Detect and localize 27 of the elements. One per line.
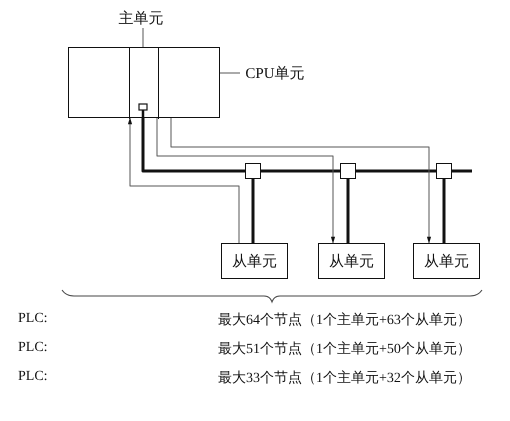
bus-connector <box>245 163 261 179</box>
plc-rack <box>68 47 220 118</box>
slave-unit-box: 从单元 <box>221 243 288 279</box>
bus-line <box>261 170 340 172</box>
node-limit-text: 最大51个节点（1个主单元+50个从单元） <box>218 340 471 358</box>
bus-line <box>142 118 245 172</box>
slave-unit-box: 从单元 <box>413 243 480 279</box>
leader-line <box>220 72 240 74</box>
node-limit-text: 最大64个节点（1个主单元+63个从单元） <box>218 311 471 329</box>
signal-arrow <box>170 118 432 244</box>
bus-line <box>252 179 254 243</box>
bus-line <box>452 170 472 172</box>
node-limit-text: 最大33个节点（1个主单元+32个从单元） <box>218 369 471 387</box>
bus-connector <box>436 163 452 179</box>
bus-line <box>346 179 350 243</box>
unit-label: 主单元 <box>116 8 166 28</box>
plc-type-label: PLC: <box>18 311 48 327</box>
signal-arrow <box>128 117 240 244</box>
bus-line <box>442 179 446 243</box>
bus-line <box>356 170 436 172</box>
slave-unit-box: 从单元 <box>318 243 385 279</box>
bus-connector <box>340 163 356 179</box>
plc-type-label: PLC: <box>18 369 48 385</box>
signal-arrow <box>156 118 336 244</box>
leader-line <box>142 28 144 48</box>
unit-label: CPU单元 <box>240 63 310 83</box>
plc-type-label: PLC: <box>18 340 48 356</box>
